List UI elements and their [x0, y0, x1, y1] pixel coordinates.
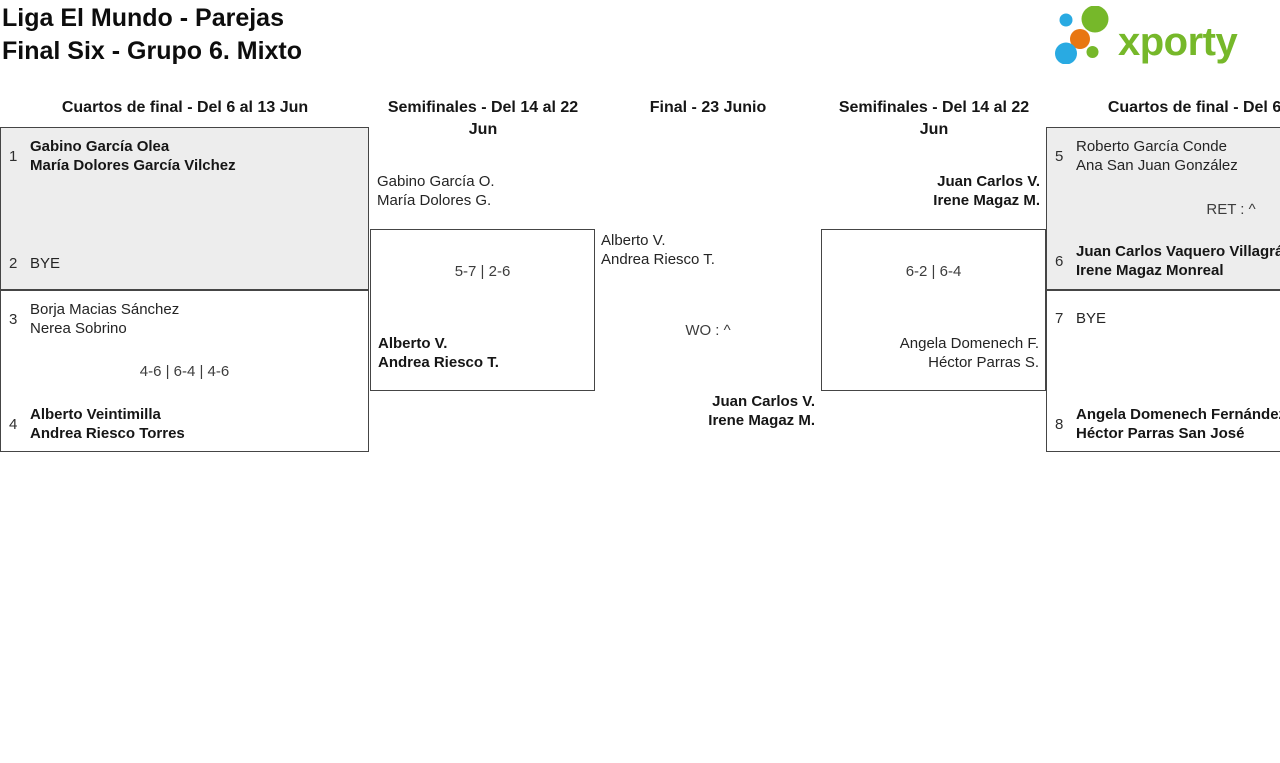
player-name: Juan Carlos Vaquero Villagrán [1076, 243, 1280, 260]
match-score-retirement: RET : ^ [1206, 201, 1256, 218]
player-name: Andrea Riesco T. [378, 354, 499, 371]
player-name: Andrea Riesco Torres [30, 425, 185, 442]
player-name: Irene Magaz M. [708, 412, 815, 429]
seed-number: 8 [1055, 415, 1064, 433]
seed-number: 5 [1055, 147, 1064, 165]
match-score: 6-2 | 6-4 [905, 263, 962, 280]
player-name: Andrea Riesco T. [601, 251, 715, 268]
player-name: Alberto V. [378, 335, 448, 352]
player-name: Gabino García Olea [30, 138, 170, 155]
match-score: 4-6 | 6-4 | 4-6 [139, 363, 230, 380]
player-name: Juan Carlos V. [712, 393, 815, 410]
match-sf-left: 5-7 | 2-6 Alberto V. Andrea Riesco T. [370, 229, 595, 391]
team-entry-seed7-bye: 7 BYE [1055, 309, 1106, 328]
xporty-logo[interactable]: xporty [1046, 6, 1280, 64]
player-name: Nerea Sobrino [30, 320, 127, 337]
final-team-top[interactable]: Alberto V. Andrea Riesco T. [601, 231, 715, 269]
round-header-sf-right: Semifinales - Del 14 al 22 Jun [838, 99, 1030, 138]
team-entry-seed4[interactable]: 4 Alberto Veintimilla Andrea Riesco Torr… [9, 405, 185, 443]
seed-number: 2 [9, 255, 18, 272]
seed-number: 3 [9, 310, 18, 328]
player-name: Alberto V. [601, 232, 666, 249]
match-qf-left-top: 1 Gabino García Olea María Dolores Garcí… [0, 127, 369, 290]
title-line-competition: Liga El Mundo - Parejas [2, 4, 284, 32]
final-score-walkover: WO : ^ [685, 322, 731, 339]
team-players: BYE [30, 254, 60, 273]
final-team-bottom[interactable]: Juan Carlos V. Irene Magaz M. [595, 392, 815, 430]
logo-dot-green-small [1086, 46, 1099, 58]
seed-number: 4 [9, 415, 18, 433]
player-name: Borja Macias Sánchez [30, 301, 180, 318]
sf-right-team-top[interactable]: Juan Carlos V. Irene Magaz M. [821, 172, 1040, 210]
match-qf-left-bottom: 3 Borja Macias Sánchez Nerea Sobrino 4-6… [0, 290, 369, 452]
team-entry-seed2-bye: 2 BYE [9, 254, 60, 273]
team-players: Alberto Veintimilla Andrea Riesco Torres [30, 405, 185, 443]
round-header-sf-left: Semifinales - Del 14 al 22 Jun [387, 99, 579, 138]
team-entry-seed6[interactable]: 6 Juan Carlos Vaquero Villagrán Irene Ma… [1055, 242, 1280, 280]
xporty-logo-text: xporty [1118, 20, 1239, 64]
player-name: Ana San Juan González [1076, 157, 1238, 174]
team-players: Roberto García Conde Ana San Juan Gonzál… [1076, 137, 1238, 175]
seed-number: 6 [1055, 252, 1064, 270]
player-name: Héctor Parras San José [1076, 425, 1245, 442]
player-name: María Dolores G. [377, 192, 492, 209]
team-players: Gabino García Olea María Dolores García … [30, 137, 236, 175]
round-header-qf-right: Cuartos de final - Del 6 al 13 Jun [1107, 99, 1280, 116]
player-name: Angela Domenech Fernández [1076, 406, 1280, 423]
player-name: Roberto García Conde [1076, 138, 1227, 155]
match-qf-right-bottom: 7 BYE 8 Angela Domenech Fernández Héctor… [1046, 290, 1280, 452]
round-header-qf-left: Cuartos de final - Del 6 al 13 Jun [61, 99, 309, 116]
player-name: Irene Magaz M. [933, 192, 1040, 209]
match-score: 5-7 | 2-6 [454, 263, 511, 280]
player-name: Irene Magaz Monreal [1076, 262, 1224, 279]
player-name: María Dolores García Vilchez [30, 157, 236, 174]
logo-dot-orange [1070, 29, 1090, 49]
seed-number: 1 [9, 147, 18, 165]
page-title: Liga El Mundo - Parejas Final Six - Grup… [2, 2, 302, 68]
title-line-group: Final Six - Grupo 6. Mixto [2, 37, 303, 65]
team-players: Angela Domenech Fernández Héctor Parras … [1076, 405, 1280, 443]
sf-left-team-bottom[interactable]: Alberto V. Andrea Riesco T. [378, 334, 499, 372]
team-entry-seed5[interactable]: 5 Roberto García Conde Ana San Juan Gonz… [1055, 137, 1238, 175]
player-name: Alberto Veintimilla [30, 406, 161, 423]
logo-dot-blue-large [1055, 42, 1077, 64]
seed-number: 7 [1055, 310, 1064, 327]
player-name: Gabino García O. [377, 173, 495, 190]
bye-label: BYE [1076, 310, 1107, 327]
match-sf-right: 6-2 | 6-4 Angela Domenech F. Héctor Parr… [821, 229, 1046, 391]
team-players: BYE [1076, 309, 1106, 328]
player-name: Juan Carlos V. [937, 173, 1040, 190]
team-players: Juan Carlos Vaquero Villagrán Irene Maga… [1076, 242, 1280, 280]
round-header-final: Final - 23 Junio [649, 99, 767, 116]
logo-dot-green-large [1081, 6, 1109, 33]
player-name: Héctor Parras S. [928, 354, 1039, 371]
sf-left-team-top[interactable]: Gabino García O. María Dolores G. [377, 172, 495, 210]
match-qf-right-top: 5 Roberto García Conde Ana San Juan Gonz… [1046, 127, 1280, 290]
player-name: Angela Domenech F. [899, 335, 1039, 352]
logo-dot-blue-small [1059, 13, 1073, 27]
team-entry-seed8[interactable]: 8 Angela Domenech Fernández Héctor Parra… [1055, 405, 1280, 443]
sf-right-team-bottom[interactable]: Angela Domenech F. Héctor Parras S. [829, 334, 1039, 372]
bye-label: BYE [30, 255, 61, 272]
team-entry-seed3[interactable]: 3 Borja Macias Sánchez Nerea Sobrino [9, 300, 179, 338]
team-entry-seed1[interactable]: 1 Gabino García Olea María Dolores Garcí… [9, 137, 236, 175]
team-players: Borja Macias Sánchez Nerea Sobrino [30, 300, 179, 338]
